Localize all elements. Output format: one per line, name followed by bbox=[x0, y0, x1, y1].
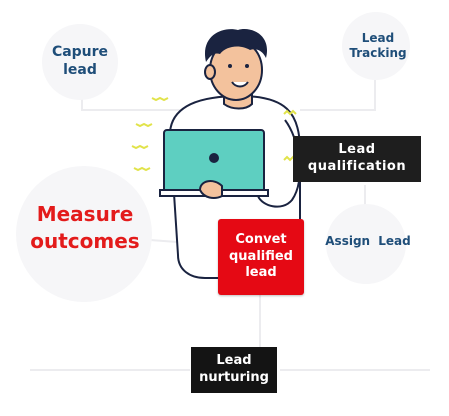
assign-lead-label: Assign Lead bbox=[318, 234, 418, 249]
ear bbox=[204, 64, 216, 80]
lead-nurturing-text: Lead nurturing bbox=[199, 353, 269, 385]
measure-circle bbox=[16, 166, 152, 302]
node-circles bbox=[16, 12, 410, 302]
capure-lead-label: Capure lead bbox=[38, 44, 122, 79]
lead-tracking-label: Lead Tracking bbox=[338, 31, 418, 61]
measure-outcomes-text: Measure outcomes bbox=[30, 202, 140, 253]
assign-lead-text: Assign Lead bbox=[325, 234, 411, 248]
left-eye bbox=[228, 64, 232, 68]
smile bbox=[231, 81, 249, 88]
measure-outcomes-label: Measure outcomes bbox=[20, 201, 150, 255]
capure-circle bbox=[42, 24, 118, 100]
hair bbox=[204, 29, 268, 62]
motion-lines-left bbox=[131, 96, 169, 172]
lead-tracking-text: Lead Tracking bbox=[349, 31, 407, 60]
right-eye bbox=[245, 64, 249, 68]
assign-circle bbox=[326, 204, 406, 284]
convert-lead-box: Convet qualified lead bbox=[218, 219, 304, 295]
laptop-logo bbox=[209, 153, 219, 163]
lead-qualification-box: Lead qualification bbox=[293, 136, 421, 182]
tracking-circle bbox=[342, 12, 410, 80]
convert-lead-text: Convet qualified lead bbox=[228, 231, 293, 281]
hand bbox=[198, 180, 223, 199]
lead-qualification-text: Lead qualification bbox=[307, 142, 407, 174]
lead-nurturing-box: Lead nurturing bbox=[191, 347, 277, 393]
capure-lead-text: Capure lead bbox=[51, 44, 109, 78]
